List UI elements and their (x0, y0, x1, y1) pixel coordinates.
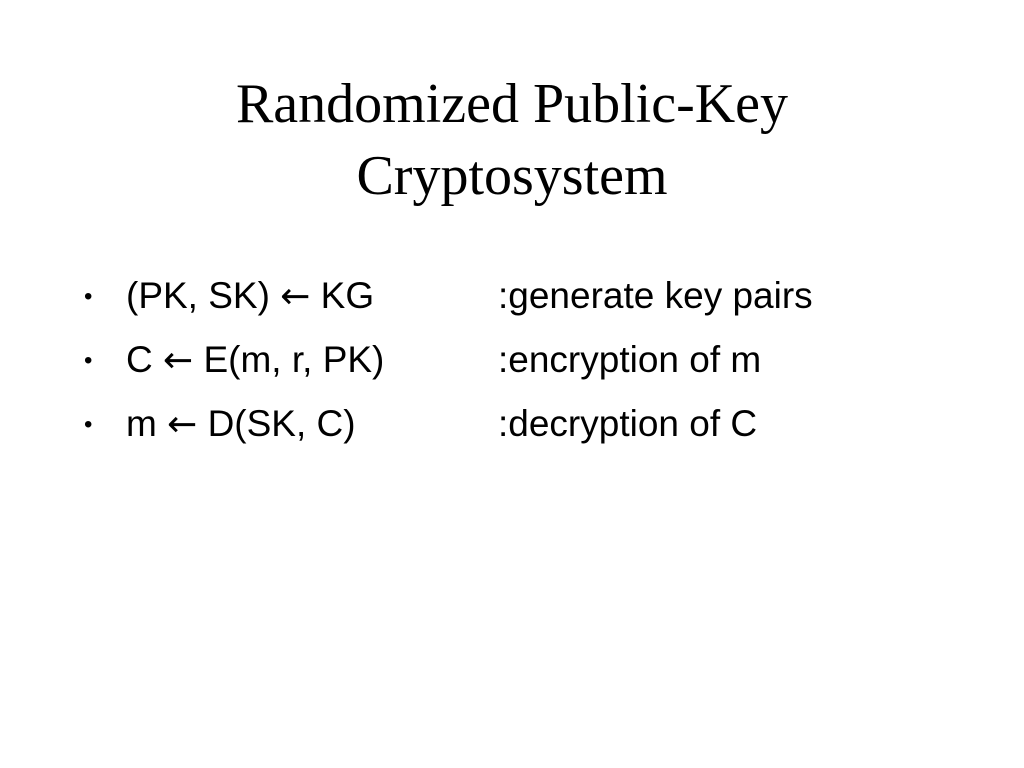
decryption-description: :decryption of C (498, 403, 758, 444)
bullet-item-keygen: • (PK, SK) ← KG :generate key pairs (84, 264, 813, 328)
left-arrow-icon: ← (280, 276, 311, 317)
bullet-icon: • (84, 283, 93, 310)
keygen-description: :generate key pairs (498, 275, 813, 316)
bullet-icon: • (84, 347, 93, 374)
decryption-right: D(SK, C) (207, 403, 356, 444)
decryption-left: m (126, 403, 157, 444)
left-arrow-icon: ← (167, 404, 198, 445)
keygen-right: KG (320, 275, 375, 316)
bullet-item-decryption: • m ← D(SK, C) :decryption of C (84, 392, 813, 456)
bullet-item-encryption: • C ← E(m, r, PK) :encryption of m (84, 328, 813, 392)
bullet-list: • (PK, SK) ← KG :generate key pairs • C … (84, 264, 813, 456)
encryption-right: E(m, r, PK) (203, 339, 385, 380)
encryption-description: :encryption of m (498, 339, 762, 380)
keygen-left: (PK, SK) (126, 275, 270, 316)
slide-title: Randomized Public-Key Cryptosystem (0, 68, 1024, 212)
keygen-formula: (PK, SK) ← KG (126, 264, 498, 329)
title-line-2: Cryptosystem (356, 145, 668, 207)
encryption-left: C (126, 339, 153, 380)
encryption-formula: C ← E(m, r, PK) (126, 328, 498, 393)
decryption-formula: m ← D(SK, C) (126, 392, 498, 457)
bullet-icon: • (84, 411, 93, 438)
title-line-1: Randomized Public-Key (235, 73, 789, 135)
left-arrow-icon: ← (163, 340, 194, 381)
